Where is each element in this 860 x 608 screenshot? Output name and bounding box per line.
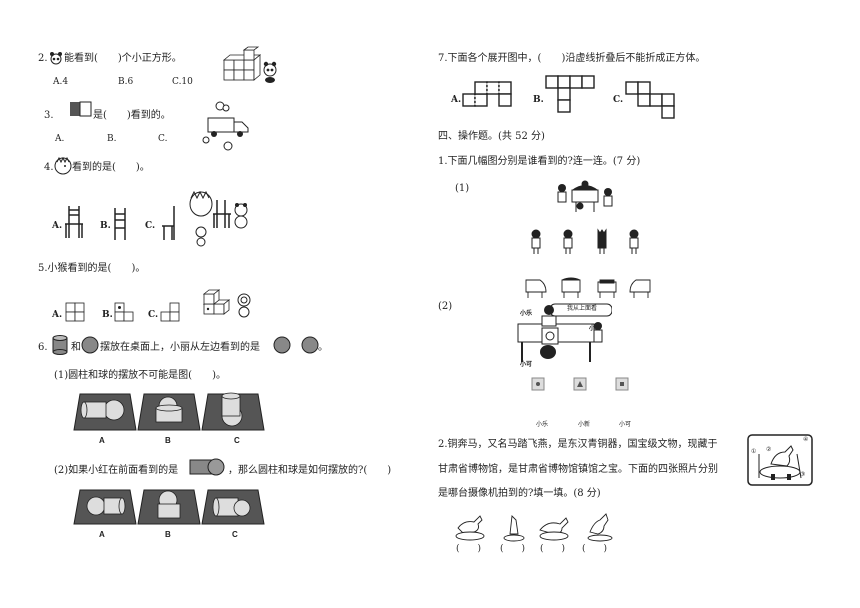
left-view-circles	[273, 336, 319, 354]
p1-part2-label: (2)	[438, 301, 453, 312]
p2-cam-1: ①	[751, 448, 757, 455]
q6-sub1-label-a: A	[99, 436, 105, 445]
q3-number: 3.	[44, 110, 54, 121]
q2-text: 能看到( )个小正方形。	[64, 53, 182, 64]
chair-view-b	[114, 208, 126, 240]
q4-text: 看到的是( )。	[72, 162, 150, 173]
q6-number: 6.	[38, 342, 48, 353]
q6-sub2-figures	[73, 489, 265, 525]
p2-line1: 2.铜奔马，又名马踏飞燕，是东汉青铜器，国宝级文物，现藏于	[438, 439, 718, 450]
q6-sub1-label-b: B	[165, 436, 171, 445]
q2-option-c: C.10	[172, 77, 193, 87]
p1-bottom-name-2: 小新	[578, 421, 591, 428]
view-grid-a	[65, 302, 85, 322]
net-c	[625, 81, 675, 119]
p2-blank-1[interactable]: ( )	[456, 544, 482, 554]
q6-sub2-label-a: A	[99, 530, 105, 539]
q6-sub2-label-b: B	[165, 530, 171, 539]
q5-option-a: A.	[52, 310, 63, 320]
piano-view-options	[525, 277, 651, 298]
q5-option-b: B.	[102, 310, 113, 320]
q5-question: 5.小猴看到的是( )。	[38, 264, 145, 274]
q3-option-a: A.	[55, 134, 65, 144]
front-view-figure	[189, 458, 225, 476]
view-grid-c	[160, 302, 180, 322]
p1-part1-label: (1)	[455, 183, 470, 194]
p1-name-right: 小新	[589, 325, 602, 332]
q6-sub2-text-a: (2)如果小红在前面看到的是	[54, 465, 179, 476]
p2-blank-3[interactable]: ( )	[540, 544, 566, 554]
p2-line2: 甘肃省博物馆，是甘肃省博物馆镇馆之宝。下面的四张照片分别	[438, 464, 718, 475]
p2-cam-2: ②	[766, 446, 772, 453]
chair-view-a	[65, 206, 83, 238]
cylinder-icon	[52, 335, 68, 355]
q5-number: 5.	[38, 263, 48, 274]
q6-sub1-figures	[73, 392, 265, 431]
section4-title: 四、操作题。(共 52 分)	[438, 131, 545, 142]
p2-blank-4[interactable]: ( )	[582, 544, 608, 554]
four-children-row	[531, 228, 639, 254]
q7-option-a: A.	[451, 95, 462, 105]
children-around-piano-figure	[557, 180, 613, 212]
q7-option-b: B.	[533, 95, 544, 105]
q4-option-a: A.	[52, 221, 63, 231]
truck-with-animals-figure	[202, 101, 249, 151]
q6-and: 和	[71, 342, 81, 353]
q6-sub1-text: (1)圆柱和球的摆放不可能是图( )。	[54, 370, 226, 381]
p1-name-bottom: 小可	[520, 361, 533, 368]
p2-cam-3: ③	[800, 471, 806, 478]
p1-bubble-text: 我从上面看	[567, 305, 598, 312]
p2-line3: 是哪台摄像机拍到的?填一填。(8 分)	[438, 488, 601, 499]
q2-option-b: B.6	[118, 77, 134, 87]
net-a	[462, 81, 512, 107]
q4-option-b: B.	[100, 221, 111, 231]
q7-option-c: C.	[613, 95, 624, 105]
q4-number: 4.	[44, 162, 54, 173]
q5-text: 小猴看到的是( )。	[47, 263, 146, 274]
p2-blank-2[interactable]: ( )	[500, 544, 526, 554]
q6-text: 摆放在桌面上，小丽从左边看到的是	[100, 342, 260, 353]
part2-view-options	[531, 377, 629, 391]
p1-bottom-name-1: 小乐	[536, 421, 549, 428]
q3-option-b: B.	[107, 134, 117, 144]
ball-icon	[81, 336, 99, 354]
hedgehog-icon	[54, 156, 72, 175]
horse-photo-options	[455, 513, 613, 542]
q6-sub2-text-b: ，那么圆柱和球是如何摆放的?( )	[228, 465, 392, 476]
cubes-with-monkey-figure	[202, 289, 251, 318]
q4-option-c: C.	[145, 221, 156, 231]
q2-number: 2.	[38, 53, 48, 64]
truck-side-view-figure	[70, 101, 92, 117]
panda-icon	[50, 52, 62, 65]
q2-option-a: A.4	[53, 77, 69, 87]
q7-text: 7.下面各个展开图中，( )沿虚线折叠后不能折成正方体。	[438, 53, 706, 64]
q3-text: 是( )看到的。	[93, 110, 171, 121]
cube-stack-figure	[222, 46, 277, 83]
chair-view-c	[162, 206, 175, 240]
p1-text: 1.下面几幅图分别是谁看到的?连一连。(7 分)	[438, 156, 641, 167]
q3-option-c: C.	[158, 134, 168, 144]
p1-bottom-name-3: 小可	[619, 421, 632, 428]
q6-sub2-label-c: C	[232, 530, 238, 539]
p1-name-left: 小乐	[520, 310, 533, 317]
bronze-horse-with-cameras-figure	[747, 434, 813, 486]
view-grid-b	[114, 302, 134, 322]
p2-cam-4: ④	[803, 436, 809, 443]
net-b	[545, 75, 595, 113]
q6-sub1-label-c: C	[234, 436, 240, 445]
children-around-table-figure	[517, 303, 612, 362]
q6-period: 。	[318, 342, 328, 353]
q5-option-c: C.	[148, 310, 159, 320]
animals-around-chair-figure	[189, 190, 248, 247]
